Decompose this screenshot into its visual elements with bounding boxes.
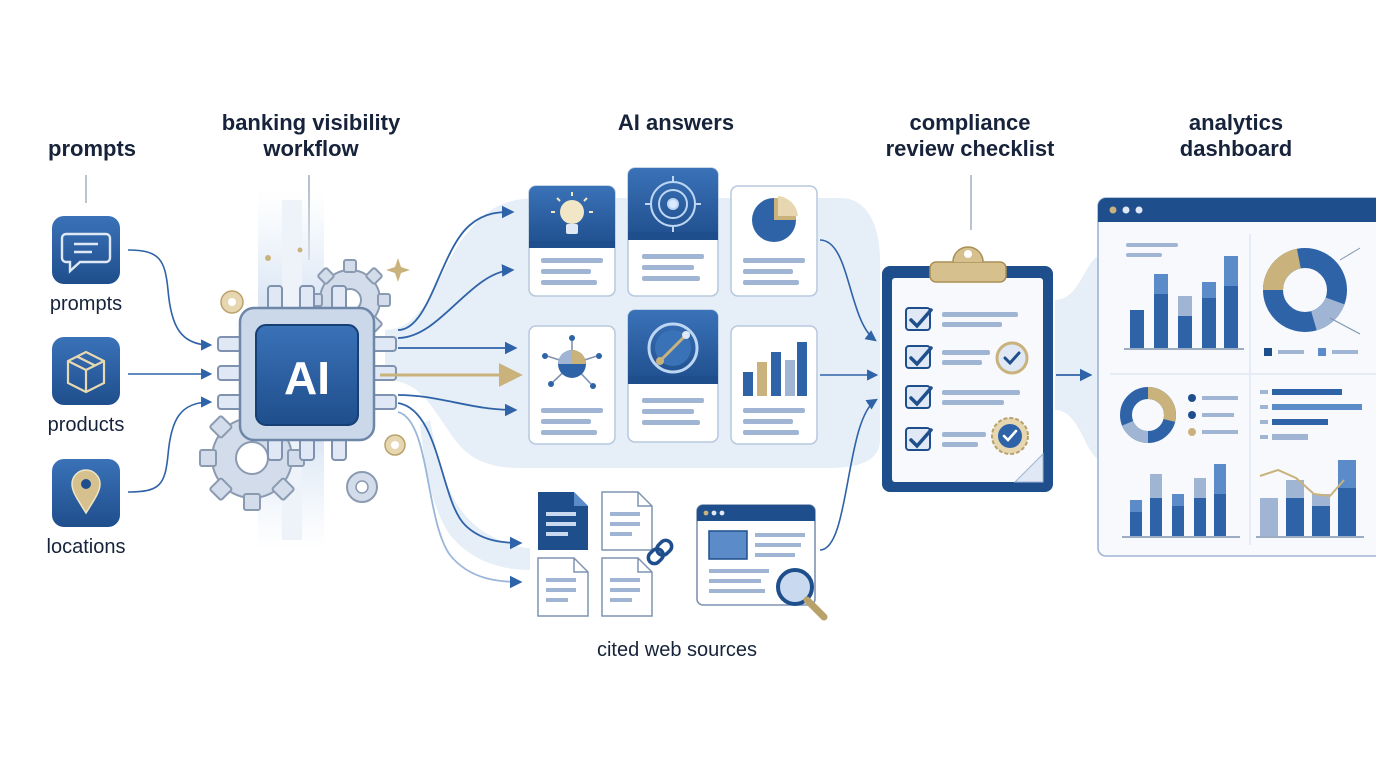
horizontal-bar-chart-icon [1260,389,1362,440]
cited-web-sources: cited web sources [537,491,828,661]
heading-ai-answers: AI answers [618,110,734,135]
network-icon [542,335,602,389]
analytics-dashboard [1097,197,1376,557]
document-icon [601,491,653,551]
heading-workflow-line1: banking visibility [222,110,401,135]
checkbox-icon [905,307,931,451]
headings: prompts banking visibility workflow AI a… [48,110,1292,161]
answer-cards [528,167,818,445]
answer-card [730,325,818,445]
gear-icon [384,434,406,456]
sparkle-icon [386,258,410,282]
input-label-locations: locations [47,536,126,558]
input-prompts[interactable]: prompts [50,216,122,315]
document-icon [537,557,589,617]
answer-card [528,185,616,297]
sources-label: cited web sources [597,639,757,661]
heading-compliance-line2: review checklist [886,136,1055,161]
pie-chart-icon [752,196,798,242]
donut-chart-icon [1120,387,1238,443]
donut-chart-icon [1263,247,1361,356]
compass-icon [647,322,699,374]
gear-icon [346,471,378,503]
heading-prompts: prompts [48,136,136,161]
input-label-products: products [48,414,125,436]
document-icon [601,557,653,617]
approval-seal-icon [995,341,1029,375]
chip-label: AI [284,352,330,404]
input-label-prompts: prompts [50,293,122,315]
chip-output-arrows [397,205,523,589]
answer-card [627,167,719,297]
document-icon [538,492,588,550]
target-icon [645,176,701,232]
answer-card [627,309,719,443]
link-icon [646,538,674,566]
combo-chart-icon [1256,460,1364,538]
lightbulb-icon [551,192,593,234]
heading-analytics-line2: dashboard [1180,136,1292,161]
box-icon [66,350,106,394]
input-arrows [127,249,213,493]
clip-icon [929,246,1007,283]
bar-chart-icon [1124,243,1244,350]
approval-seal-icon [991,417,1029,455]
window-controls [1109,206,1143,214]
checkmark-icon [909,308,933,449]
bar-chart-icon [1122,464,1240,538]
chat-bubble-icon [60,232,112,274]
answer-to-checklist-arrows [819,239,879,551]
answer-card [730,185,818,297]
compliance-clipboard [882,246,1053,492]
location-pin-icon [71,469,101,515]
input-locations[interactable]: locations [47,459,126,558]
ai-chip: AI [217,285,397,461]
heading-compliance-line1: compliance [909,110,1030,135]
heading-workflow-line2: workflow [262,136,359,161]
bar-chart-icon [743,342,807,396]
magnifier-icon [776,568,828,621]
input-products[interactable]: products [48,337,125,436]
answer-card [528,325,616,445]
heading-analytics-line1: analytics [1189,110,1283,135]
gear-icon [220,290,244,314]
